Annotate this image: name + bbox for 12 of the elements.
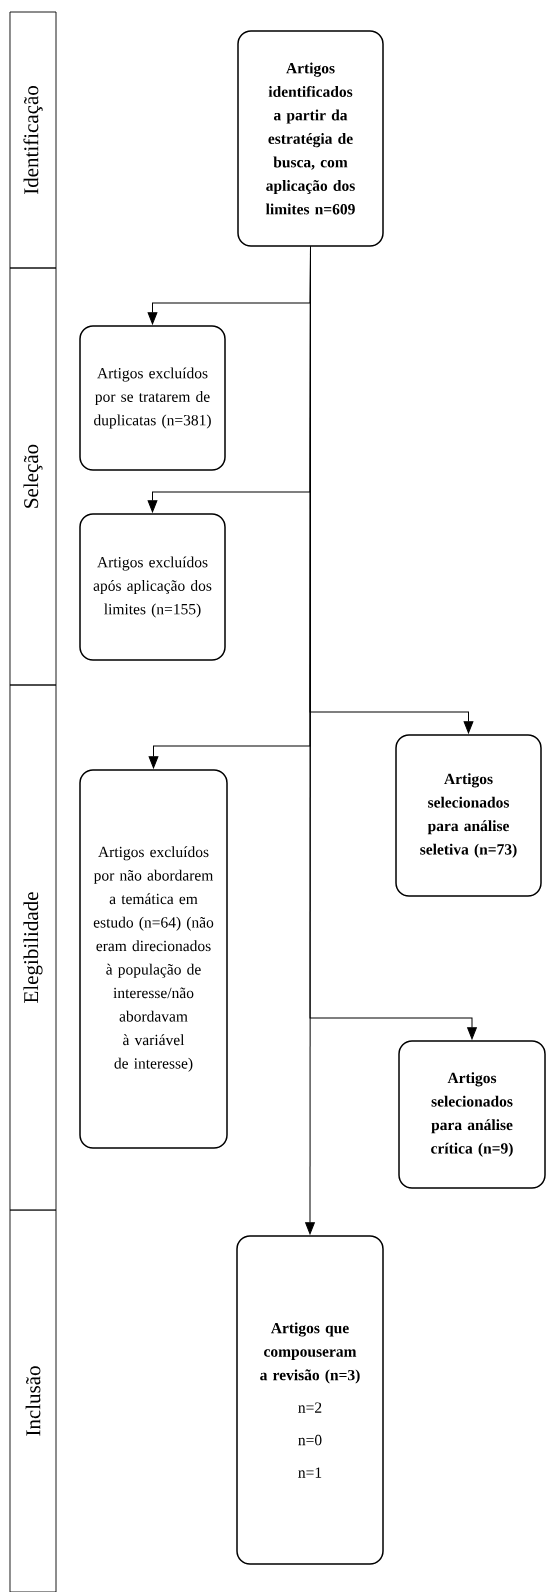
process-box: Artigos que compouseram a revisão (n=3) n=2 n=0 n=1 xyxy=(236,1235,384,1565)
process-box: Artigos excluídos por não abordarem a temática em estudo (n=64) (não eram direcionados à população de interesse/não abordavam à variável de interesse) xyxy=(79,769,228,1149)
stage-band: Elegibilidade xyxy=(9,684,57,1211)
arrow xyxy=(305,246,315,1235)
process-box: Artigos selecionados para análise crítica (n=9) xyxy=(398,1040,546,1189)
stage-band: Identificação xyxy=(9,11,57,269)
process-box: Artigos excluídos por se tratarem de duplicatas (n=381) xyxy=(79,325,226,471)
process-box: Artigos excluídos após aplicação dos limites (n=155) xyxy=(79,513,226,661)
process-box: Artigos selecionados para análise seletiva (n=73) xyxy=(395,734,542,897)
process-box: Artigos identificados a partir da estratégia de busca, com aplicação dos limites n=609 xyxy=(237,30,384,247)
stage-band: Seleção xyxy=(9,267,57,686)
stage-band: Inclusão xyxy=(9,1209,57,1592)
